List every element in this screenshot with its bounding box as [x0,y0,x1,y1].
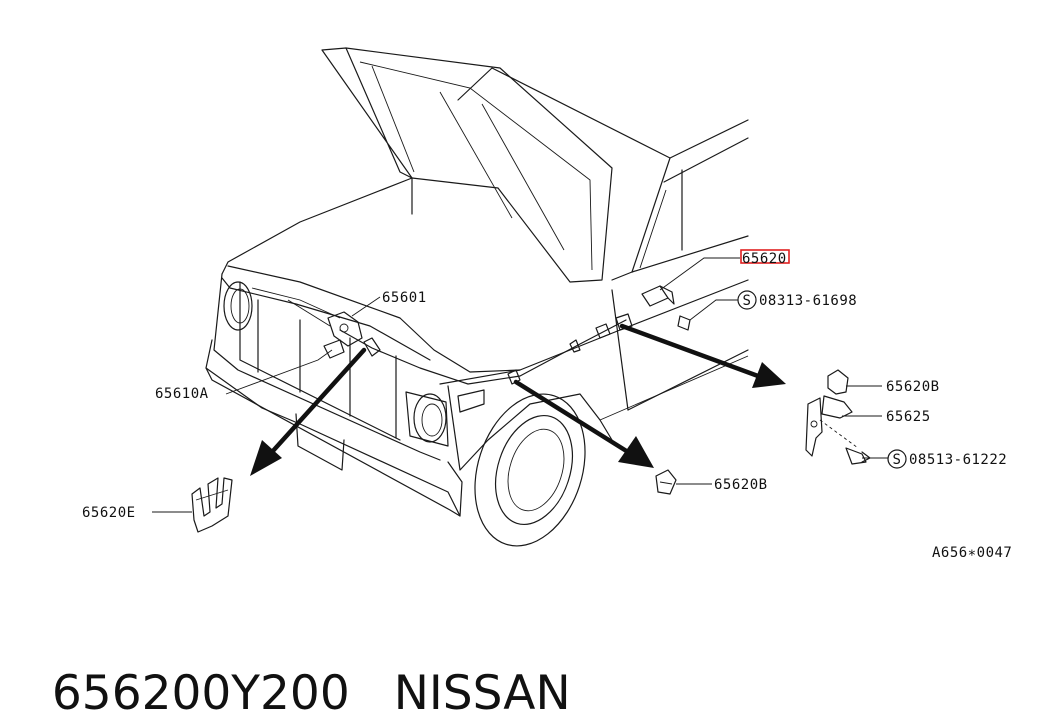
clip-65620B-lower-drawing [655,469,677,495]
callout-65620[interactable]: 65620 [742,251,787,267]
screw-symbol-letter: S [743,293,752,309]
vehicle-illustration [205,47,749,547]
callout-08513-61222[interactable]: 08513-61222 [909,452,1007,468]
arrowhead-right [752,362,786,388]
callout-65620B-lower[interactable]: 65620B [714,477,768,493]
callout-65601[interactable]: 65601 [382,290,427,306]
arrow-to-65620B-lower [513,379,631,455]
bracket-assembly-drawing [805,369,871,465]
screw-symbol-2: S [887,449,907,469]
callout-08313-61698[interactable]: 08313-61698 [759,293,857,309]
arrow-to-65620B-upper [619,323,761,379]
part-number: 656200Y200 [51,666,350,721]
callout-65620E[interactable]: 65620E [82,505,136,521]
screw-symbol-1: S [737,290,757,310]
callout-65625[interactable]: 65625 [886,409,931,425]
brand-name: NISSAN [393,666,571,721]
figure-code: A656∗0047 [932,545,1012,561]
callout-65620B-upper[interactable]: 65620B [886,379,940,395]
arrow-to-65620E [269,347,367,455]
leader-lines [152,257,888,513]
clip-65620E-drawing [191,477,233,533]
arrowhead-left [250,440,282,476]
screw-symbol-letter: S [893,452,902,468]
parts-diagram: S S 65620 65601 65610A 08313-61698 65620… [82,47,1012,561]
arrowhead-middle [618,436,654,468]
callout-65610A[interactable]: 65610A [155,386,209,402]
detail-arrows [250,323,786,476]
highlight-box [740,249,790,264]
part-caption: 656200Y200 NISSAN [22,598,571,721]
